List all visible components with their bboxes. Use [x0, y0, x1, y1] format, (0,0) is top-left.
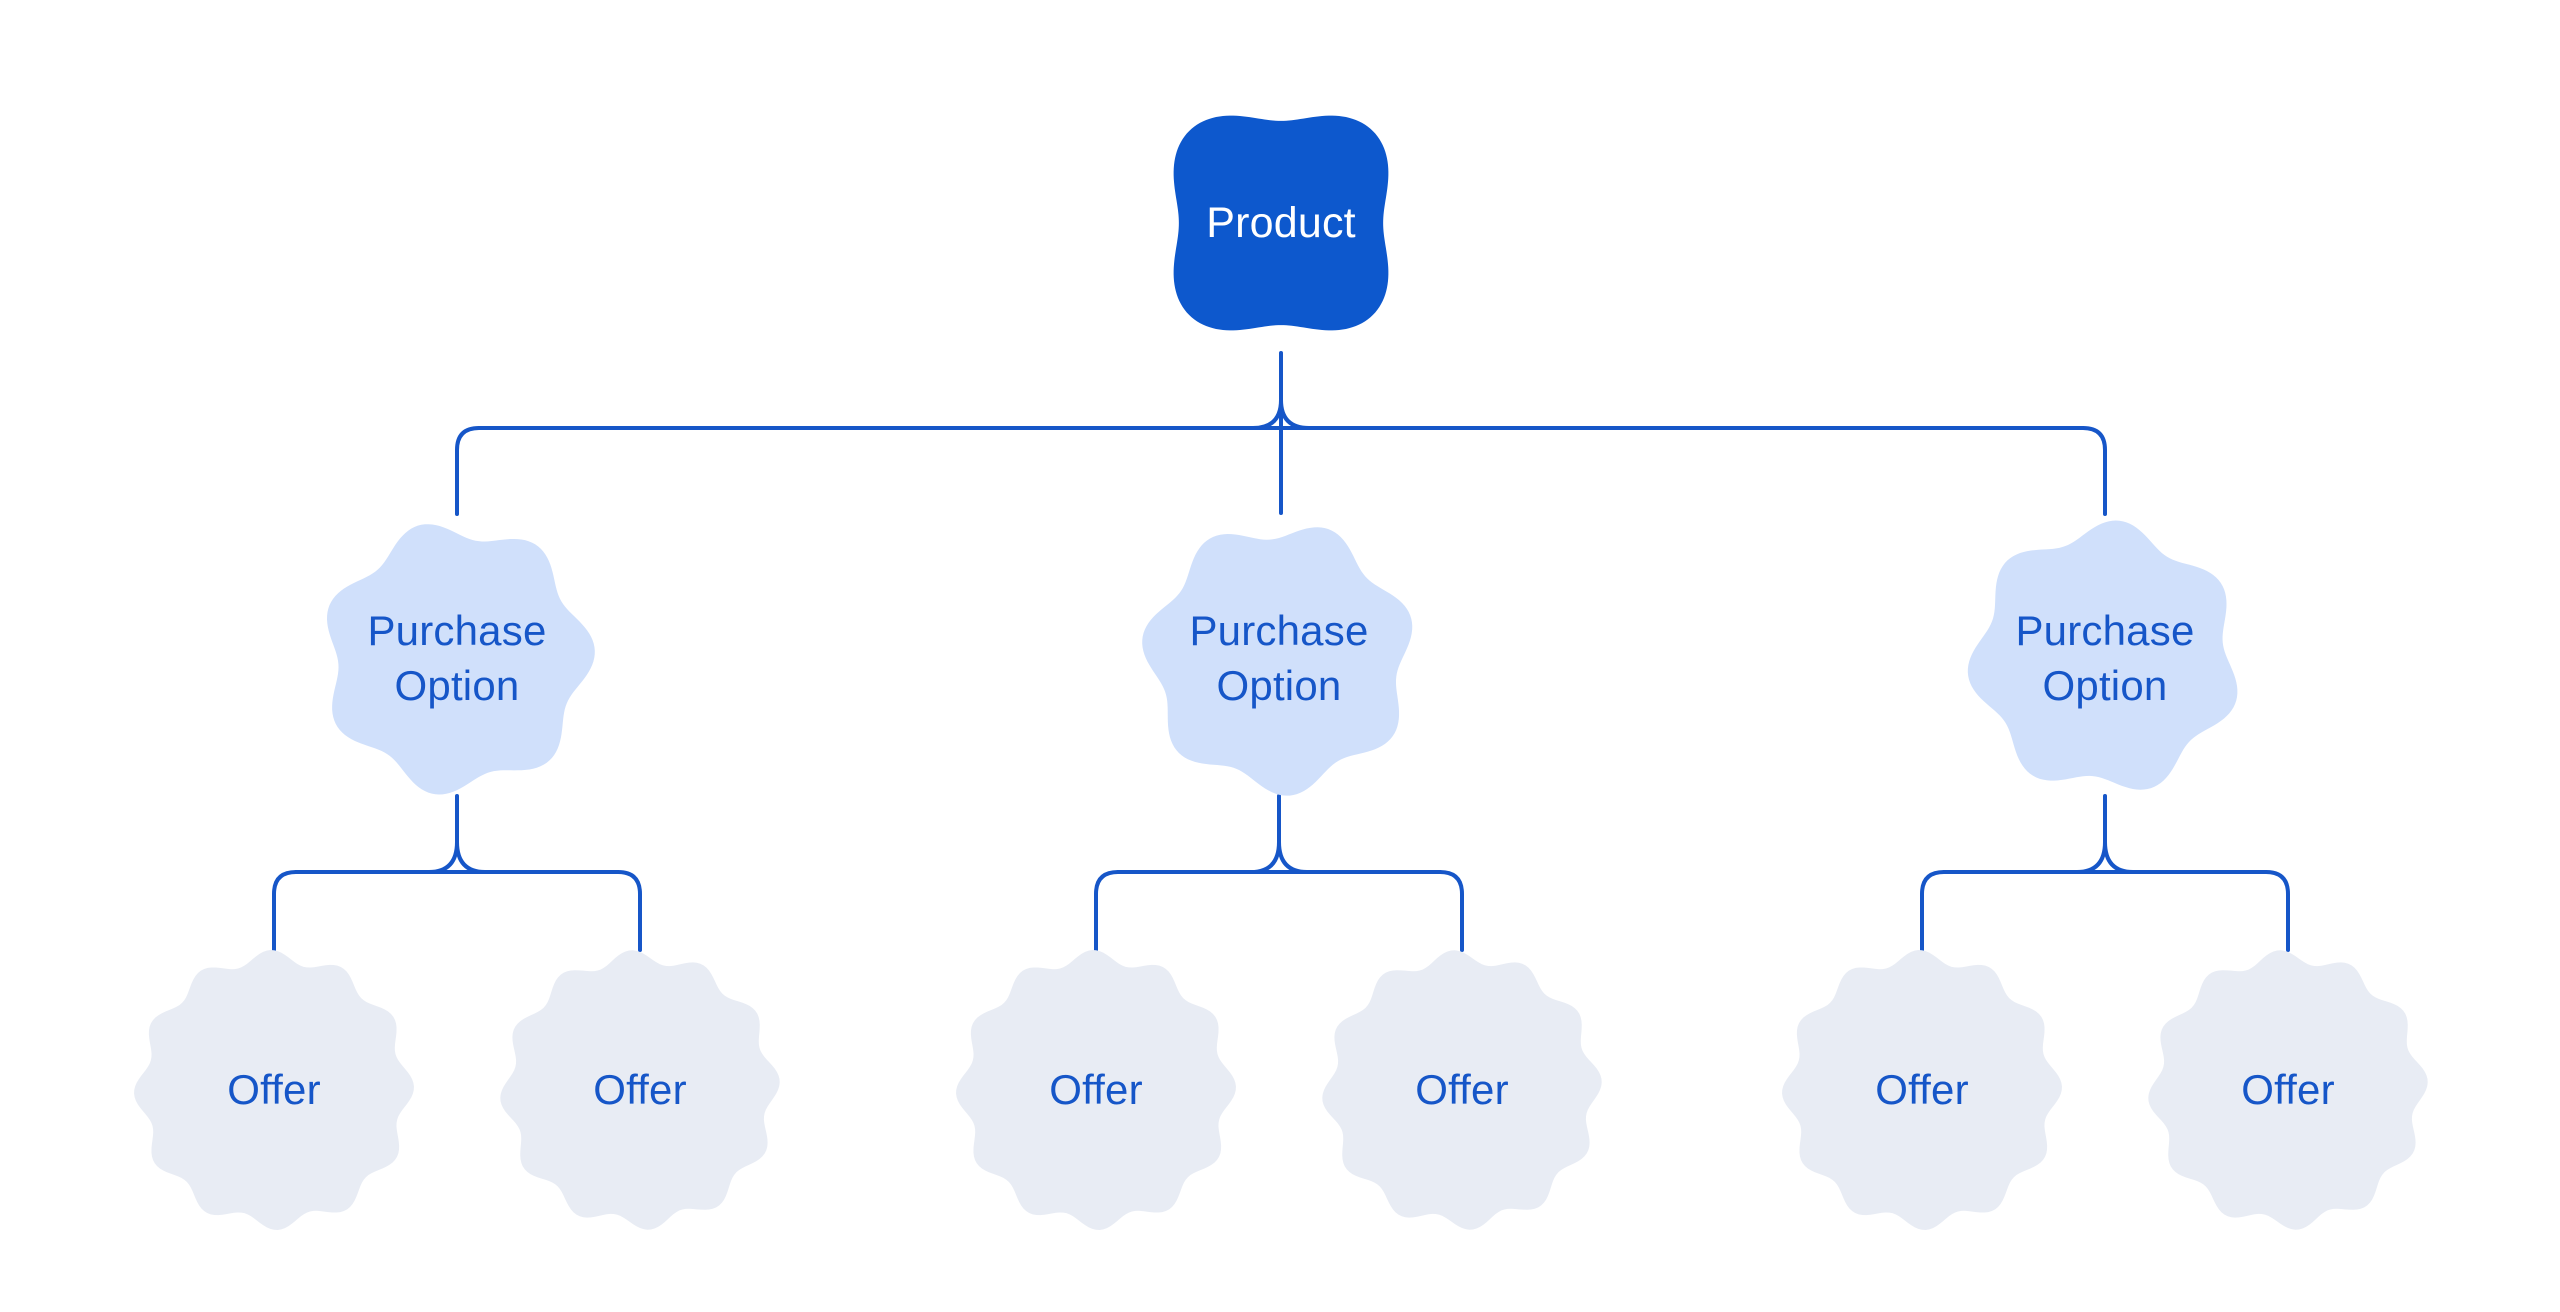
purchase-option-node-3: Purchase Option: [1965, 520, 2245, 796]
connector-po1-fillet-left: [427, 840, 459, 874]
offer-blob-shape: [2148, 950, 2428, 1230]
connector-po3-fillet-left: [2075, 840, 2107, 874]
offer-label: Offer: [227, 1066, 321, 1113]
offer-blob-shape: [1782, 950, 2062, 1230]
offer-node-3: Offer: [955, 950, 1237, 1230]
product-node: Product: [1150, 93, 1412, 353]
offer-blob-shape: [956, 950, 1236, 1230]
connector-po3-right-drop: [2264, 870, 2290, 952]
connector-po2-left-drop: [1094, 870, 1120, 952]
offer-node-4: Offer: [1321, 950, 1603, 1230]
product-label: Product: [1206, 198, 1356, 247]
connector-po3-left-drop: [1920, 870, 1946, 952]
offer-node-5: Offer: [1781, 950, 2063, 1230]
connector-po3-fillet-right: [2103, 840, 2135, 874]
purchase-option-label: Purchase Option: [1189, 606, 1369, 709]
offer-node-2: Offer: [499, 950, 781, 1230]
connector-po1-left-drop: [272, 870, 298, 952]
connector-po2-right-drop: [1438, 870, 1464, 952]
offer-label: Offer: [1875, 1066, 1969, 1113]
offer-label: Offer: [593, 1066, 687, 1113]
offer-label: Offer: [2241, 1066, 2335, 1113]
purchase-option-node-2: Purchase Option: [1139, 520, 1419, 796]
connector-po2-fillet-left: [1249, 840, 1281, 874]
purchase-option-blob-shape: [327, 524, 595, 795]
connector-group: [272, 351, 2290, 952]
connector-product-fillet-left: [1251, 398, 1283, 430]
offer-node-6: Offer: [2147, 950, 2429, 1230]
connector-po2-fillet-right: [1277, 840, 1309, 874]
offer-label: Offer: [1049, 1066, 1143, 1113]
product-blob-shape: [1173, 115, 1389, 331]
offer-blob-shape: [1322, 950, 1602, 1230]
connector-product-fillet-right: [1279, 398, 1311, 430]
purchase-option-node-1: Purchase Option: [317, 520, 597, 796]
purchase-option-label: Purchase Option: [367, 606, 547, 709]
offer-node-1: Offer: [133, 950, 415, 1230]
connector-po1-fillet-right: [455, 840, 487, 874]
connector-level1-left-drop: [455, 426, 481, 516]
purchase-option-blob-shape: [1142, 527, 1413, 796]
offer-blob-shape: [500, 950, 780, 1230]
offer-label: Offer: [1415, 1066, 1509, 1113]
connector-level1-right-drop: [2081, 426, 2107, 516]
connector-po1-right-drop: [616, 870, 642, 952]
offer-blob-shape: [134, 950, 414, 1230]
purchase-option-label: Purchase Option: [2015, 606, 2195, 709]
purchase-option-blob-shape: [1967, 520, 2238, 790]
